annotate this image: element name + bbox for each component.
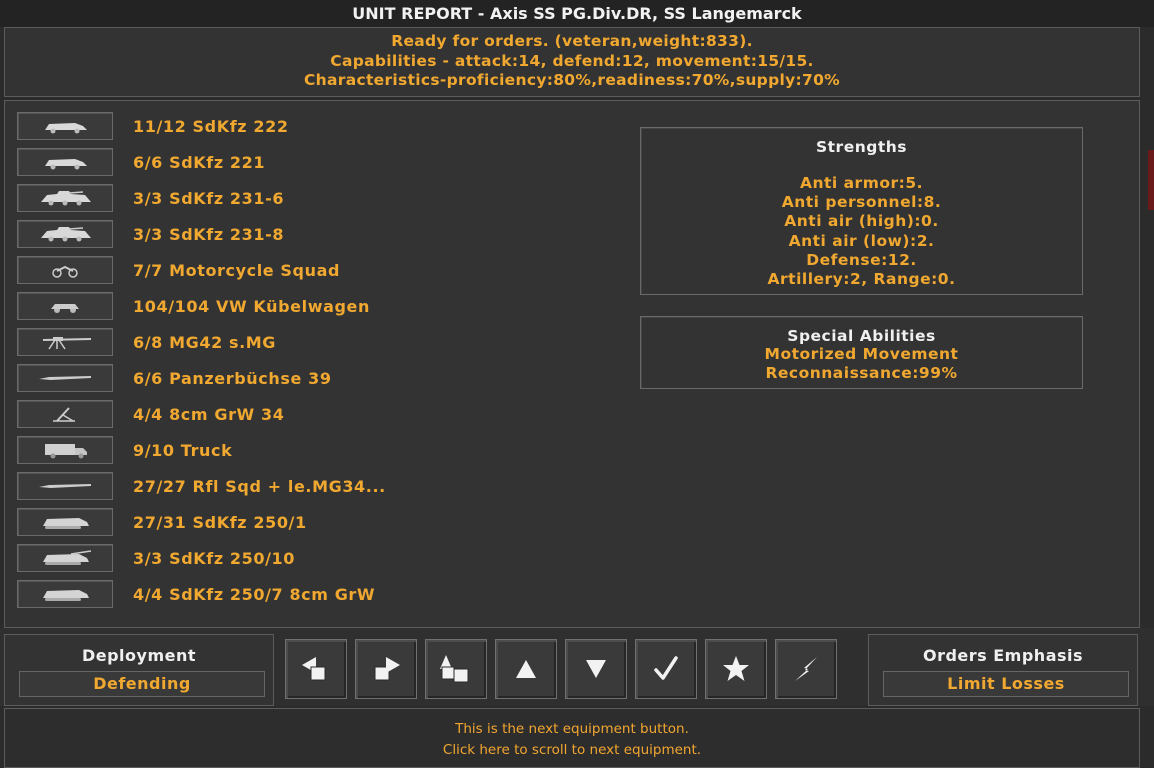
- orders-title: Orders Emphasis: [922, 646, 1084, 665]
- equipment-label: 3/3 SdKfz 231-8: [133, 224, 285, 244]
- equipment-icon-box[interactable]: [17, 472, 113, 500]
- scroll-down-button[interactable]: [565, 639, 627, 699]
- equipment-row[interactable]: 3/3 SdKfz 231-6: [17, 183, 284, 213]
- lightning-icon: [795, 657, 817, 681]
- confirm-button[interactable]: [635, 639, 697, 699]
- equipment-label: 4/4 SdKfz 250/7 8cm GrW: [133, 584, 376, 604]
- equipment-row[interactable]: 104/104 VW Kübelwagen: [17, 291, 370, 321]
- deployment-selector[interactable]: Defending: [19, 671, 265, 697]
- ability-motorized: Motorized Movement: [764, 345, 959, 363]
- equipment-icon-box[interactable]: [17, 436, 113, 464]
- stack-up-icon: [440, 655, 469, 683]
- halftrack-icon: [43, 518, 89, 529]
- equipment-icon-box[interactable]: [17, 256, 113, 284]
- lightning-button[interactable]: [775, 639, 837, 699]
- next-arrow-icon: [374, 657, 400, 681]
- equipment-label: 27/27 Rfl Sqd + le.MG34...: [133, 476, 386, 496]
- status-line-orders: Ready for orders. (veteran,weight:833).: [391, 32, 753, 50]
- strength-anti-air-high: Anti air (high):0.: [784, 212, 939, 231]
- equipment-row[interactable]: 11/12 SdKfz 222: [17, 111, 289, 141]
- equipment-label: 6/6 SdKfz 221: [133, 152, 266, 172]
- checkmark-icon: [654, 656, 678, 680]
- equipment-icon-box[interactable]: [17, 220, 113, 248]
- equipment-icon-box[interactable]: [17, 112, 113, 140]
- equipment-label: 7/7 Motorcycle Squad: [133, 260, 341, 280]
- scroll-up-button[interactable]: [495, 639, 557, 699]
- orders-emphasis-panel: Orders Emphasis Limit Losses: [868, 634, 1138, 706]
- deployment-panel: Deployment Defending: [4, 634, 274, 706]
- equipment-label: 27/31 SdKfz 250/1: [133, 512, 307, 532]
- equipment-icon-box[interactable]: [17, 328, 113, 356]
- equipment-icon-box[interactable]: [17, 508, 113, 536]
- machine-gun-icon: [42, 337, 92, 350]
- status-line-capabilities: Capabilities - attack:14, defend:12, mov…: [330, 51, 814, 70]
- equipment-label: 3/3 SdKfz 231-6: [133, 188, 285, 208]
- strength-anti-personnel: Anti personnel:8.: [781, 193, 942, 212]
- next-unit-button[interactable]: [355, 639, 417, 699]
- equipment-label: 6/8 MG42 s.MG: [133, 332, 277, 352]
- strength-artillery: Artillery:2, Range:0.: [767, 270, 956, 289]
- halftrack-gun-icon: [43, 550, 92, 565]
- hint-line-1: This is the next equipment button.: [455, 721, 689, 737]
- equipment-label: 3/3 SdKfz 250/10: [133, 548, 296, 568]
- rifle-icon: [39, 376, 91, 380]
- window-title: UNIT REPORT - Axis SS PG.Div.DR, SS Lang…: [0, 0, 1154, 27]
- heavy-armored-car-icon: [41, 191, 91, 206]
- equipment-label: 104/104 VW Kübelwagen: [133, 296, 370, 316]
- triangle-down-icon: [586, 660, 606, 678]
- equipment-icon-box[interactable]: [17, 148, 113, 176]
- strengths-box: Strengths Anti armor:5. Anti personnel:8…: [640, 127, 1083, 295]
- equipment-icon-box[interactable]: [17, 400, 113, 428]
- equipment-label: 11/12 SdKfz 222: [133, 116, 289, 136]
- up-hierarchy-button[interactable]: [425, 639, 487, 699]
- previous-unit-button[interactable]: [285, 639, 347, 699]
- strength-anti-armor: Anti armor:5.: [799, 174, 924, 192]
- strength-defense: Defense:12.: [806, 250, 917, 269]
- armored-car-icon: [45, 159, 87, 170]
- hint-panel: This is the next equipment button. Click…: [4, 708, 1140, 768]
- equipment-icon-box[interactable]: [17, 184, 113, 212]
- strength-anti-air-low: Anti air (low):2.: [788, 231, 935, 250]
- prev-arrow-icon: [302, 657, 326, 681]
- equipment-label: 6/6 Panzerbüchse 39: [133, 368, 332, 388]
- equipment-row[interactable]: 3/3 SdKfz 231-8: [17, 219, 284, 249]
- triangle-up-icon: [516, 660, 536, 678]
- equipment-icon-box[interactable]: [17, 544, 113, 572]
- equipment-row[interactable]: 27/27 Rfl Sqd + le.MG34...: [17, 471, 386, 501]
- star-button[interactable]: [705, 639, 767, 699]
- heavy-armored-car-icon: [41, 227, 91, 242]
- hint-line-2: Click here to scroll to next equipment.: [442, 742, 702, 758]
- equipment-icon-box[interactable]: [17, 292, 113, 320]
- equipment-label: 4/4 8cm GrW 34: [133, 404, 285, 424]
- equipment-row[interactable]: 27/31 SdKfz 250/1: [17, 507, 307, 537]
- equipment-row[interactable]: 6/6 Panzerbüchse 39: [17, 363, 332, 393]
- special-abilities-box: Special Abilities Motorized Movement Rec…: [640, 316, 1083, 389]
- equipment-row[interactable]: 4/4 8cm GrW 34: [17, 399, 284, 429]
- star-icon: [723, 656, 749, 681]
- abilities-title: Special Abilities: [787, 327, 936, 345]
- equipment-icon-box[interactable]: [17, 364, 113, 392]
- armored-car-icon: [45, 123, 87, 134]
- equipment-icon-box[interactable]: [17, 580, 113, 608]
- equipment-row[interactable]: 6/6 SdKfz 221: [17, 147, 265, 177]
- strengths-title: Strengths: [815, 138, 908, 156]
- truck-icon: [45, 444, 87, 459]
- equipment-row[interactable]: 9/10 Truck: [17, 435, 232, 465]
- jeep-icon: [51, 304, 79, 313]
- map-edge-strip: [1148, 150, 1154, 210]
- equipment-row[interactable]: 3/3 SdKfz 250/10: [17, 543, 295, 573]
- halftrack-icon: [43, 590, 89, 601]
- equipment-row[interactable]: 4/4 SdKfz 250/7 8cm GrW: [17, 579, 375, 609]
- equipment-label: 9/10 Truck: [133, 440, 233, 460]
- mortar-icon: [53, 407, 75, 422]
- unit-status-panel: Ready for orders. (veteran,weight:833). …: [4, 27, 1140, 97]
- status-line-characteristics: Characteristics-proficiency:80%,readines…: [304, 71, 840, 89]
- rifle-icon: [39, 484, 91, 488]
- equipment-row[interactable]: 6/8 MG42 s.MG: [17, 327, 276, 357]
- deployment-title: Deployment: [81, 646, 197, 665]
- orders-emphasis-selector[interactable]: Limit Losses: [883, 671, 1129, 697]
- ability-reconnaissance: Reconnaissance:99%: [765, 363, 958, 382]
- equipment-row[interactable]: 7/7 Motorcycle Squad: [17, 255, 340, 285]
- motorcycle-icon: [52, 265, 78, 278]
